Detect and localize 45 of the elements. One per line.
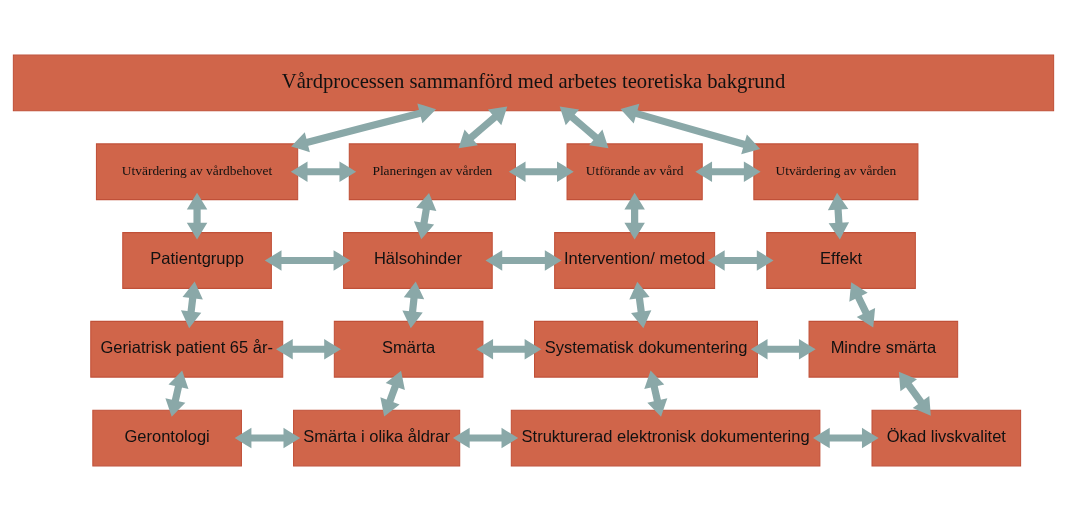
- node-box: Effekt: [766, 232, 916, 289]
- arrow: [629, 281, 652, 329]
- node-box: Ökad livskvalitet: [871, 409, 1022, 467]
- arrow: [485, 250, 562, 271]
- arrow: [620, 103, 761, 155]
- node-box: Strukturerad elektronisk dokumentering: [510, 409, 821, 467]
- arrow: [849, 282, 876, 328]
- node-box: Systematisk dokumentering: [534, 320, 758, 378]
- arrow: [276, 339, 341, 360]
- arrow: [165, 370, 189, 417]
- arrow: [750, 339, 816, 360]
- arrow: [402, 281, 425, 329]
- node-box: Vårdprocessen sammanförd med arbetes teoretiska bakgrund: [12, 54, 1055, 112]
- node-box: Utvärdering av vården: [753, 143, 919, 201]
- node-box: Mindre smärta: [808, 320, 959, 378]
- arrow: [476, 339, 542, 360]
- node-box: Geriatrisk patient 65 år-: [90, 320, 284, 378]
- arrow: [413, 192, 437, 240]
- arrow: [813, 427, 879, 449]
- node-box: Smärta: [333, 320, 484, 378]
- arrow: [290, 161, 357, 182]
- node-box: Utvärdering av vårdbehovet: [95, 143, 299, 201]
- arrow: [452, 427, 519, 449]
- node-box: Utförande av vård: [566, 143, 703, 201]
- node-box: Planeringen av vården: [348, 143, 516, 201]
- arrow: [827, 192, 850, 240]
- arrow: [291, 103, 437, 153]
- node-box: Patientgrupp: [122, 232, 272, 289]
- arrow: [186, 192, 208, 240]
- arrow: [624, 192, 645, 240]
- arrow: [234, 427, 301, 449]
- arrow: [898, 371, 931, 416]
- node-box: Intervention/ metod: [554, 232, 716, 289]
- arrow: [695, 161, 761, 182]
- arrow: [380, 370, 405, 417]
- arrow: [508, 161, 574, 182]
- node-box: Smärta i olika åldrar: [293, 409, 461, 467]
- arrow: [644, 370, 668, 417]
- arrow: [559, 106, 609, 149]
- arrow: [458, 106, 508, 149]
- arrow: [707, 250, 774, 271]
- node-box: Hälsohinder: [343, 232, 493, 289]
- node-box: Gerontologi: [92, 409, 242, 467]
- arrow: [180, 281, 203, 329]
- arrow: [264, 250, 351, 271]
